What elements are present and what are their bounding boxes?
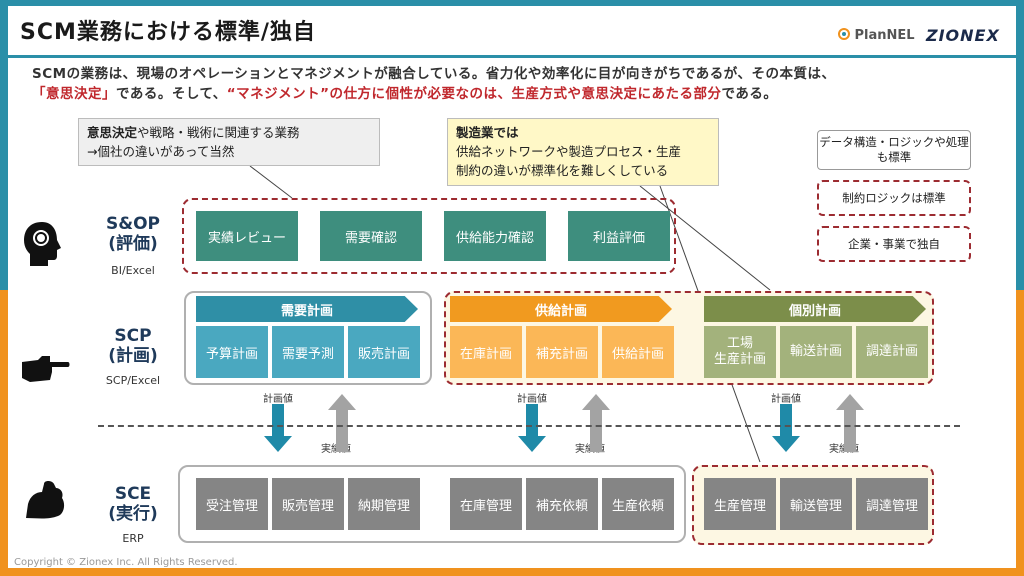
demand-plan-header: 需要計画 <box>196 296 418 322</box>
scp-level-label: SCP (計画) <box>108 326 158 366</box>
sce-level-label: SCE (実行) <box>108 484 158 524</box>
demand-plan-item: 需要予測 <box>272 326 344 378</box>
legend-solid: データ構造・ロジックや処理も標準 <box>817 130 971 170</box>
slide-title: SCM業務における標準/独自 <box>20 20 316 45</box>
sce-tool-label: ERP <box>122 532 144 545</box>
individual-plan-header: 個別計画 <box>704 296 926 322</box>
plannel-logo: PlanNEL <box>838 28 915 43</box>
sop-item: 需要確認 <box>320 211 422 261</box>
legend-dashed-unique: 企業・事業で独自 <box>817 226 971 262</box>
sce-item: 在庫管理 <box>450 478 522 530</box>
supply-plan-item: 在庫計画 <box>450 326 522 378</box>
sop-item: 利益評価 <box>568 211 670 261</box>
legend-dashed-standard: 制約ロジックは標準 <box>817 180 971 216</box>
intro-line-2: 「意思決定」である。そして、“マネジメント”の仕方に個性が必要なのは、生産方式や… <box>32 86 778 102</box>
individual-plan-item: 輸送計画 <box>780 326 852 378</box>
sop-item: 実績レビュー <box>196 211 298 261</box>
pointing-hand-icon <box>20 354 70 384</box>
head-brain-icon <box>22 220 62 268</box>
scp-tool-label: SCP/Excel <box>105 374 161 387</box>
demand-plan-item: 予算計画 <box>196 326 268 378</box>
sce-item: 生産管理 <box>704 478 776 530</box>
copyright-text: Copyright © Zionex Inc. All Rights Reser… <box>14 557 238 568</box>
plan-value-label: 計画値 <box>263 394 293 405</box>
sce-item: 輸送管理 <box>780 478 852 530</box>
intro-line-1: SCMの業務は、現場のオペレーションとマネジメントが融合している。省力化や効率化… <box>32 66 836 82</box>
plan-value-label: 計画値 <box>771 394 801 405</box>
zionex-logo: ZIONEX <box>926 26 1000 45</box>
sce-item: 調達管理 <box>856 478 928 530</box>
demand-plan-item: 販売計画 <box>348 326 420 378</box>
intro-text: SCMの業務は、現場のオペレーションとマネジメントが融合している。省力化や効率化… <box>32 64 1012 104</box>
sop-group-box <box>182 198 676 274</box>
sop-item: 供給能力確認 <box>444 211 546 261</box>
individual-plan-item: 工場 生産計画 <box>704 326 776 378</box>
supply-plan-item: 供給計画 <box>602 326 674 378</box>
supply-plan-header: 供給計画 <box>450 296 672 322</box>
arm-muscle-icon <box>22 478 68 520</box>
sop-level-label: S&OP (評価) <box>106 214 160 254</box>
supply-plan-item: 補充計画 <box>526 326 598 378</box>
sop-tool-label: BI/Excel <box>111 264 155 277</box>
decision-callout: 意思決定や戦略・戦術に関連する業務 →個社の違いがあって当然 <box>78 118 380 166</box>
sce-item: 補充依頼 <box>526 478 598 530</box>
sce-item: 生産依頼 <box>602 478 674 530</box>
manufacturing-callout: 製造業では 供給ネットワークや製造プロセス・生産 制約の違いが標準化を難しくして… <box>447 118 719 186</box>
sce-item: 受注管理 <box>196 478 268 530</box>
sce-item: 納期管理 <box>348 478 420 530</box>
plan-value-label: 計画値 <box>517 394 547 405</box>
individual-plan-item: 調達計画 <box>856 326 928 378</box>
title-underline <box>8 55 1016 58</box>
logo-area: PlanNEL ZIONEX <box>838 26 1018 48</box>
sce-item: 販売管理 <box>272 478 344 530</box>
scp-sce-divider <box>98 425 960 427</box>
